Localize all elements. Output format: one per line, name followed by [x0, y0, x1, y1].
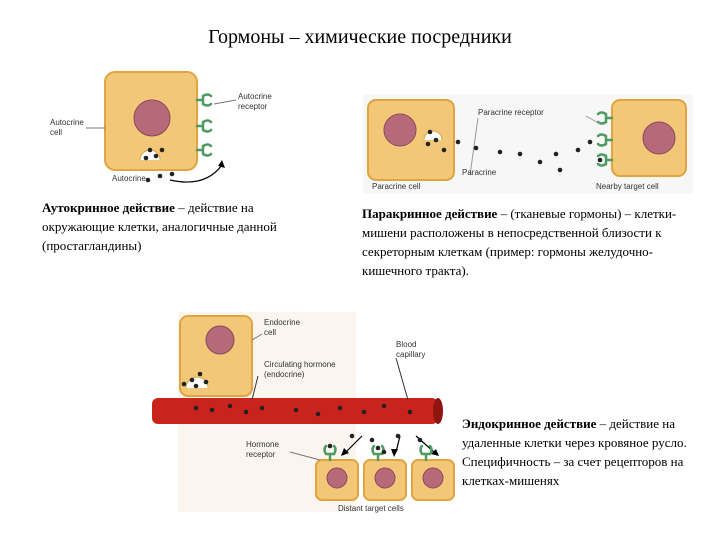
- hormone-dot: [349, 433, 355, 439]
- hormone-dot: [361, 409, 367, 415]
- hormone-dot: [575, 147, 581, 153]
- hormone-dot: [315, 411, 321, 417]
- paracrine-cell-label: Paracrine cell: [372, 182, 421, 191]
- hormone-dot: [203, 379, 209, 385]
- hormone-dot: [159, 147, 165, 153]
- hormone-dot: [517, 151, 523, 157]
- endocrine-description: Эндокринное действие – действие на удале…: [462, 414, 702, 490]
- hormone-dot: [587, 139, 593, 145]
- hormone-dot: [425, 141, 431, 147]
- hormone-dot: [153, 153, 159, 159]
- hormone-dot: [337, 405, 343, 411]
- hormone-dot: [209, 407, 215, 413]
- hormone-dot: [157, 173, 163, 179]
- hormone-dot: [327, 443, 333, 449]
- autocrine-nucleus: [133, 99, 171, 137]
- hormone-dot: [193, 383, 199, 389]
- autocrine-cell-label: Autocrine cell: [50, 118, 84, 137]
- hormone-dot: [293, 407, 299, 413]
- distant-target-label: Distant target cells: [338, 504, 404, 513]
- hormone-dot: [417, 437, 423, 443]
- hormone-dot: [259, 405, 265, 411]
- autocrine-description-title: Аутокринное действие: [42, 200, 175, 215]
- endocrine-description-title: Эндокринное действие: [462, 416, 597, 431]
- hormone-dot: [381, 449, 387, 455]
- autocrine-arrow: [169, 164, 223, 183]
- hormone-dot: [407, 409, 413, 415]
- hormone-dot: [597, 157, 603, 163]
- hormone-dot: [147, 147, 153, 153]
- hormone-dot: [181, 381, 187, 387]
- hormone-dot: [227, 403, 233, 409]
- hormone-dot: [197, 371, 203, 377]
- autocrine-receptor-pointer: [213, 99, 237, 105]
- hormone-dot: [553, 151, 559, 157]
- paracrine-label: Paracrine: [462, 168, 497, 177]
- hormone-dot: [189, 377, 195, 383]
- hormone-dot: [375, 445, 381, 451]
- blood-capillary-label: Blood capillary: [396, 340, 426, 359]
- page-title: Гормоны – химические посредники: [208, 26, 512, 48]
- autocrine-group: [86, 71, 237, 183]
- hormone-dot: [537, 159, 543, 165]
- hormone-dot: [243, 409, 249, 415]
- autocrine-description: Аутокринное действие – действие на окруж…: [42, 198, 302, 255]
- hormone-dot: [433, 137, 439, 143]
- hormone-dot: [427, 129, 433, 135]
- paracrine-pointer: [469, 117, 479, 176]
- hormone-dot: [145, 177, 151, 183]
- endocrine-cell: [179, 315, 253, 397]
- hormone-dot: [369, 437, 375, 443]
- paracrine-description: Паракринное действие – (тканевые гормоны…: [362, 204, 712, 280]
- paracrine-receptor-label: Paracrine receptor: [478, 108, 544, 117]
- hormone-dot: [193, 405, 199, 411]
- hormone-dot: [455, 139, 461, 145]
- endocrine-nucleus: [205, 325, 235, 355]
- autocrine-receptors: [195, 93, 213, 157]
- paracrine-description-title: Паракринное действие: [362, 206, 498, 221]
- autocrine-receptor-label: Autocrine receptor: [238, 92, 272, 111]
- hormone-dot: [395, 433, 401, 439]
- hormone-dot: [497, 149, 503, 155]
- hormone-molecules: [143, 129, 603, 455]
- endocrine-cell-label: Endocrine cell: [264, 318, 301, 337]
- paracrine-receptors: [596, 111, 614, 167]
- autocrine-description-text: – действие на окружающие клетки, аналоги…: [42, 200, 277, 253]
- hormone-dot: [441, 147, 447, 153]
- hormone-dot: [381, 403, 387, 409]
- hormone-dot: [143, 155, 149, 161]
- hormone-dot: [169, 171, 175, 177]
- paracrine-group: [367, 99, 687, 181]
- paracrine-nucleus: [383, 113, 417, 147]
- nearby-target-label: Nearby target cell: [596, 182, 659, 191]
- hormone-dot: [473, 145, 479, 151]
- hormone-dot: [557, 167, 563, 173]
- hormone-receptor-label: Hormone receptor: [246, 440, 279, 459]
- target-nucleus: [642, 121, 676, 155]
- endocrine-description-text: – действие на удаленные клетки через кро…: [462, 416, 687, 488]
- circulating-hormone-label: Circulating hormone (endocrine): [264, 360, 336, 379]
- autocrine-bottom-label: Autocrine: [112, 174, 146, 183]
- paracrine-description-text: – (тканевые гормоны) – клетки-мишени рас…: [362, 206, 677, 278]
